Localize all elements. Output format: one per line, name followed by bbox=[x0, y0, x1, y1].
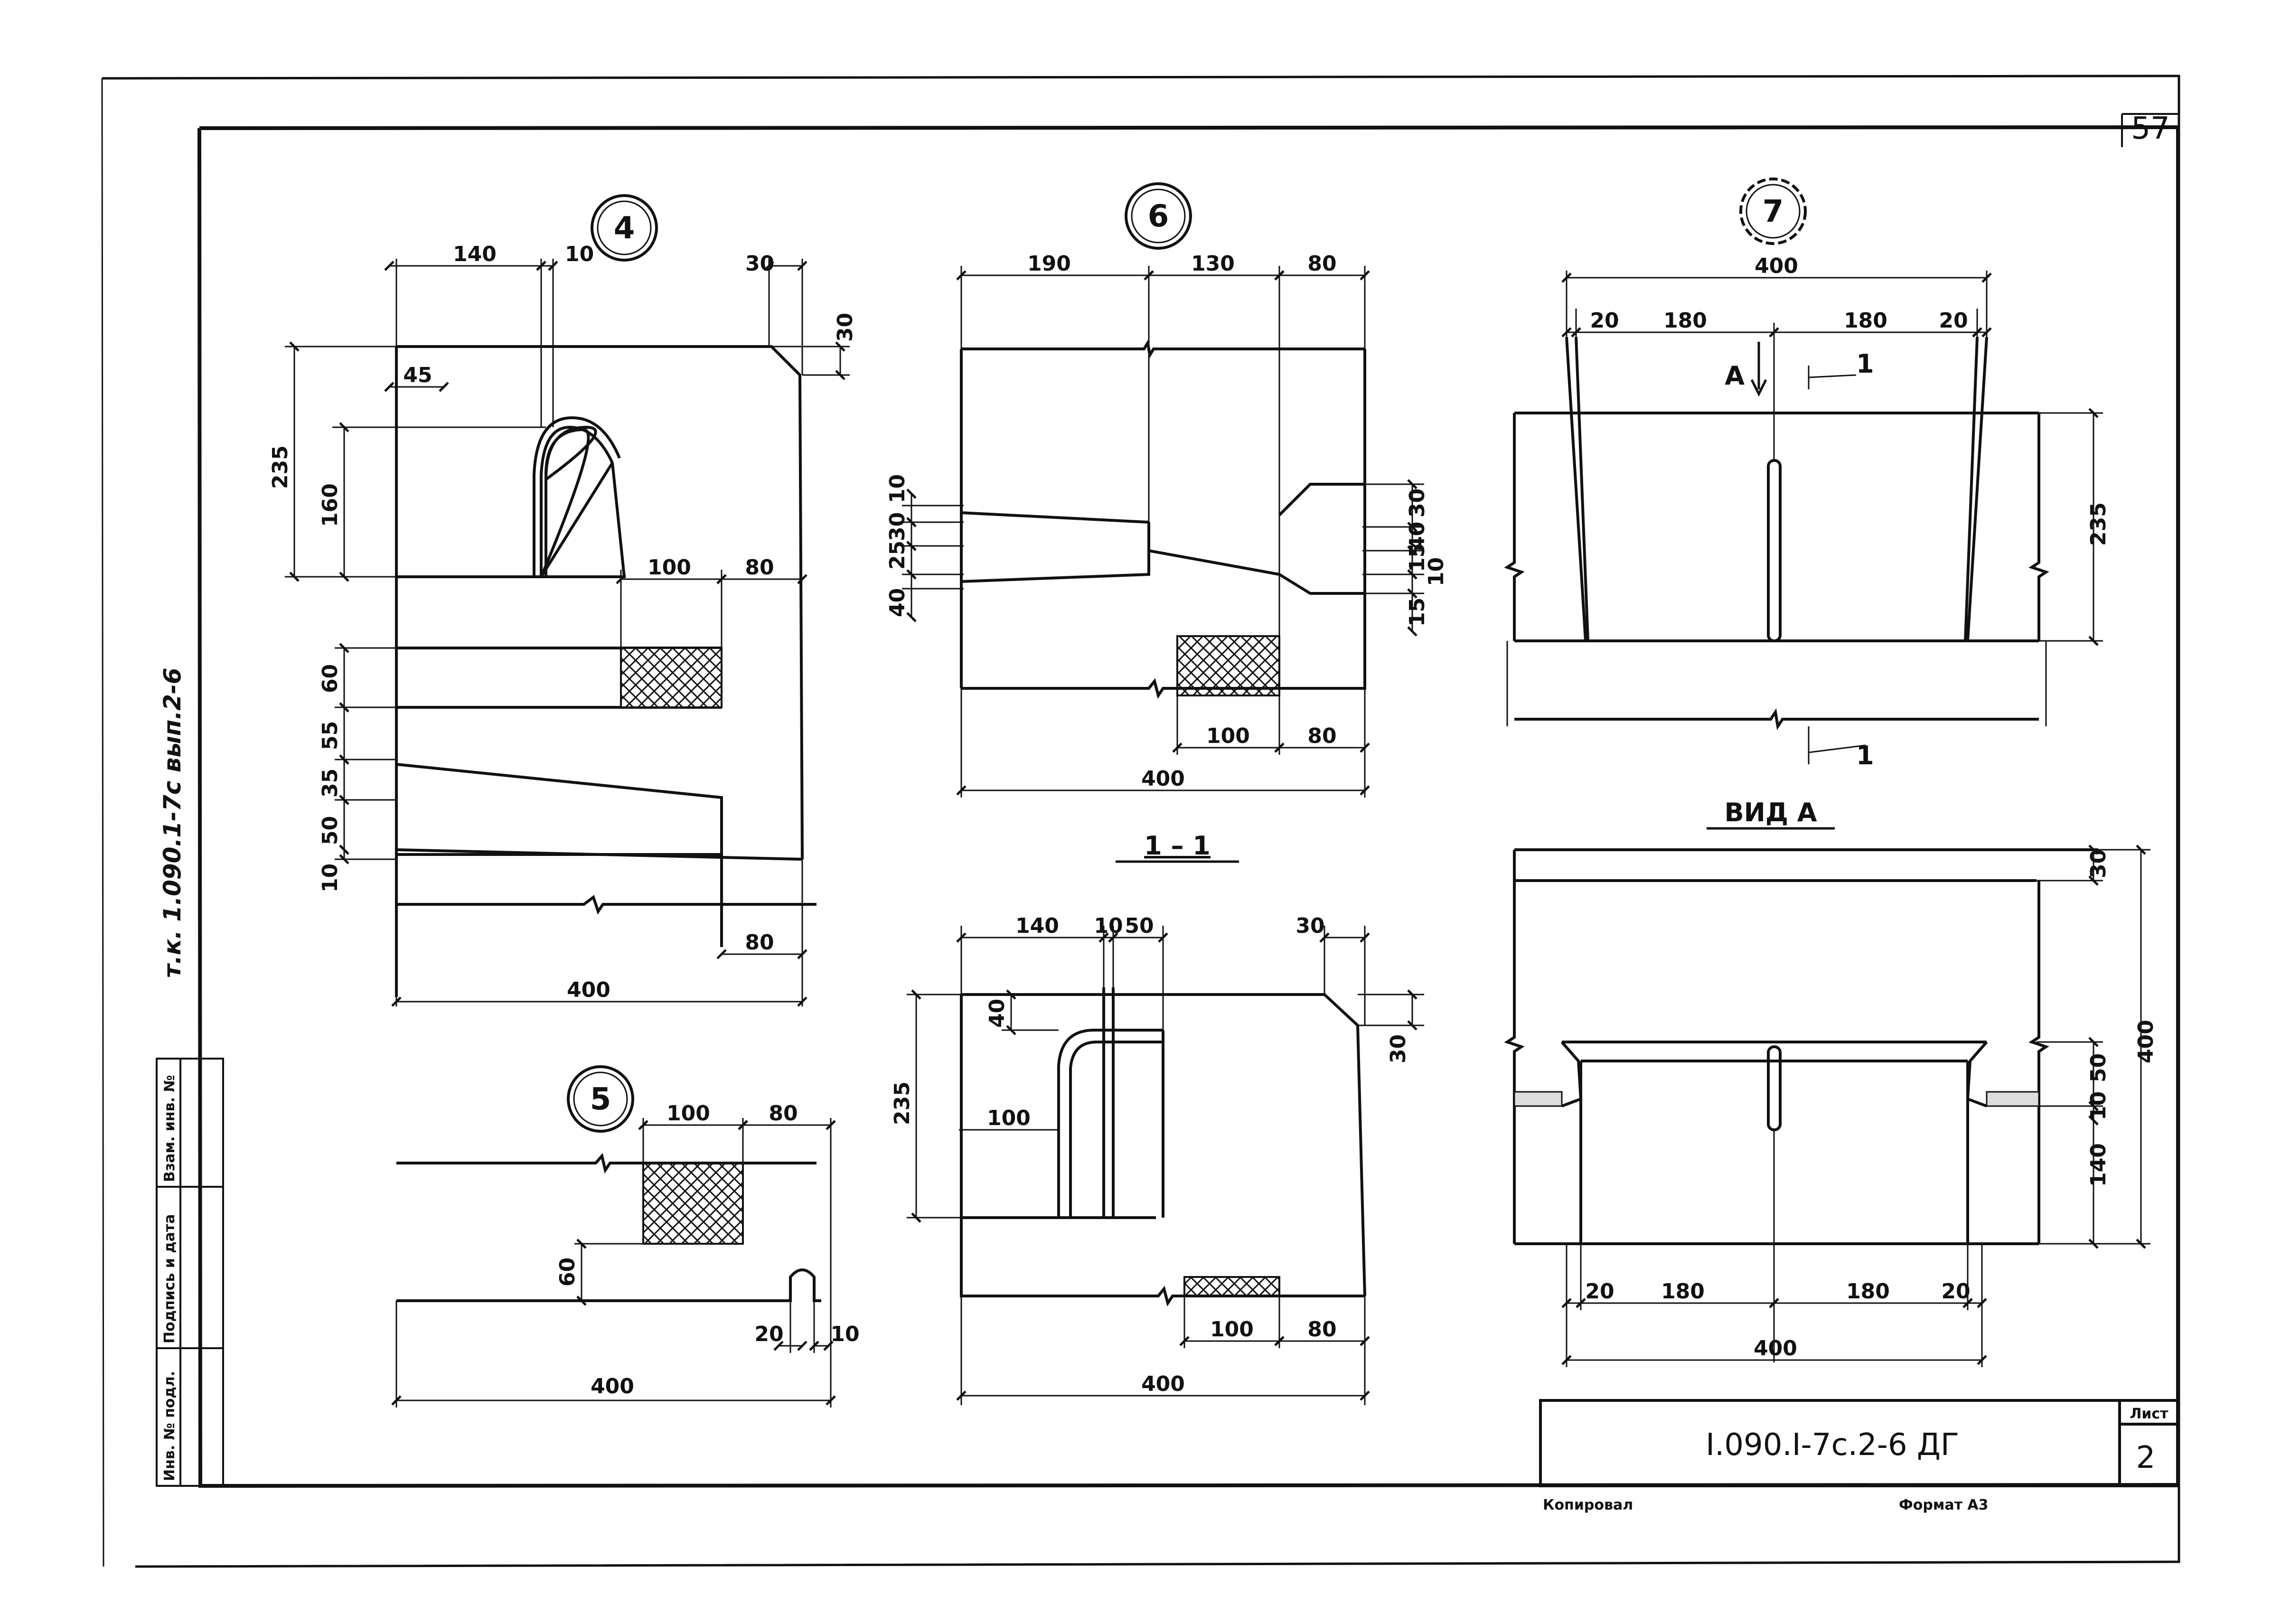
dim-6-r40: 40 bbox=[1405, 522, 1429, 551]
dim-6-r15b: 15 bbox=[1405, 598, 1429, 627]
title-sheet-label: Лист bbox=[2130, 1406, 2168, 1422]
stamp-replaced-inv: Взам. инв. № bbox=[161, 1075, 178, 1182]
dim-4-60: 60 bbox=[318, 664, 342, 693]
detail-7: 7 А 1 1 400 bbox=[1504, 178, 2111, 830]
dim-7-235: 235 bbox=[2086, 502, 2111, 546]
detail-callout-5 bbox=[567, 1065, 634, 1133]
section-1-1-label: 1 – 1 bbox=[1144, 831, 1211, 861]
dim-7-180-right: 180 bbox=[1844, 309, 1887, 333]
dim-va-180-right: 180 bbox=[1846, 1279, 1890, 1304]
dim-4-140: 140 bbox=[453, 242, 497, 266]
dim-va-20-left: 20 bbox=[1585, 1279, 1614, 1304]
title-designation: I.090.I-7c.2-6 ДГ bbox=[1706, 1427, 1959, 1463]
dim-va-180-left: 180 bbox=[1661, 1279, 1705, 1304]
dim-5-60: 60 bbox=[555, 1258, 580, 1286]
dim-va-30: 30 bbox=[2086, 849, 2111, 878]
dim-11-40: 40 bbox=[985, 999, 1009, 1028]
dim-6-100: 100 bbox=[1206, 724, 1250, 748]
dim-4-30-top: 30 bbox=[745, 252, 774, 276]
dim-va-10: 10 bbox=[2086, 1091, 2111, 1120]
dim-6-r10: 10 bbox=[1424, 557, 1448, 586]
dim-4-400: 400 bbox=[567, 978, 610, 1002]
dim-11-400: 400 bbox=[1141, 1372, 1185, 1396]
dim-7-20-left: 20 bbox=[1590, 309, 1619, 333]
dim-11-30: 30 bbox=[1295, 914, 1324, 938]
dim-4-235: 235 bbox=[268, 445, 292, 489]
dim-4-35: 35 bbox=[318, 769, 342, 798]
view-arrow-label: А bbox=[1725, 361, 1745, 391]
dim-4-10-left: 10 bbox=[318, 864, 342, 892]
dim-11-80: 80 bbox=[1307, 1317, 1336, 1342]
dim-6-40: 40 bbox=[885, 588, 910, 617]
dim-5-400: 400 bbox=[591, 1374, 634, 1399]
dim-6-400: 400 bbox=[1141, 767, 1185, 791]
dim-4-50: 50 bbox=[318, 816, 342, 845]
dim-4-80-bottom: 80 bbox=[745, 930, 774, 955]
dim-6-130: 130 bbox=[1191, 252, 1235, 276]
dim-6-80-bottom: 80 bbox=[1307, 724, 1336, 748]
detail-number-4: 4 bbox=[614, 211, 635, 246]
dim-5-20: 20 bbox=[754, 1322, 783, 1346]
dim-11-235: 235 bbox=[890, 1081, 914, 1125]
dim-va-20-right: 20 bbox=[1941, 1279, 1970, 1304]
title-sheet-number: 2 bbox=[2136, 1440, 2156, 1475]
detail-number-7: 7 bbox=[1763, 194, 1784, 229]
stamp-inv-original: Инв. № подл. bbox=[161, 1371, 178, 1481]
dim-6-10: 10 bbox=[885, 474, 910, 503]
dim-4-30-right: 30 bbox=[833, 313, 857, 342]
dim-4-160: 160 bbox=[318, 483, 342, 527]
view-a-drawing: 30 50 10 140 400 20 180 180 20 400 bbox=[1504, 845, 2158, 1367]
dim-11-30-right: 30 bbox=[1386, 1034, 1410, 1063]
dim-11-100-left: 100 bbox=[987, 1106, 1031, 1130]
footer-format: Формат А3 bbox=[1899, 1497, 1989, 1513]
dim-6-30: 30 bbox=[885, 512, 910, 541]
dim-6-25: 25 bbox=[885, 541, 910, 570]
dim-4-100: 100 bbox=[648, 555, 691, 580]
footer-copied: Копировал bbox=[1543, 1497, 1633, 1513]
dim-4-45: 45 bbox=[403, 363, 432, 387]
section-mark-bottom: 1 bbox=[1856, 741, 1874, 770]
dim-4-55: 55 bbox=[318, 721, 342, 750]
detail-callout-6 bbox=[1125, 182, 1192, 250]
detail-5: 5 100 80 60 20 10 400 bbox=[391, 1065, 860, 1408]
dim-5-80: 80 bbox=[769, 1101, 798, 1126]
dim-11-100: 100 bbox=[1210, 1317, 1254, 1342]
side-stamp bbox=[156, 1058, 224, 1487]
dim-4-80: 80 bbox=[745, 555, 774, 580]
side-note: т.к. 1.090.1-7с вып.2-6 bbox=[159, 667, 186, 978]
section-mark-top: 1 bbox=[1856, 349, 1874, 379]
sheet-frame bbox=[101, 75, 2180, 1568]
page-number: 57 bbox=[2131, 111, 2169, 146]
stamp-signature-date: Подпись и дата bbox=[161, 1214, 178, 1343]
dim-7-180-left: 180 bbox=[1663, 309, 1707, 333]
dim-5-100: 100 bbox=[666, 1101, 710, 1126]
dim-va-400-right: 400 bbox=[2134, 1020, 2158, 1063]
dim-va-50: 50 bbox=[2086, 1053, 2111, 1082]
dim-7-20-right: 20 bbox=[1939, 309, 1968, 333]
dim-11-10: 10 bbox=[1094, 914, 1123, 938]
view-a-label: ВИД А bbox=[1724, 798, 1817, 827]
dim-4-10: 10 bbox=[565, 242, 594, 266]
dim-11-140: 140 bbox=[1015, 914, 1059, 938]
dim-6-80: 80 bbox=[1307, 252, 1336, 276]
dim-6-r15: 15 bbox=[1405, 543, 1429, 572]
dim-6-r30: 30 bbox=[1405, 488, 1429, 517]
dim-7-400: 400 bbox=[1755, 254, 1798, 278]
title-block bbox=[1539, 1399, 2179, 1487]
detail-4: 4 bbox=[268, 194, 857, 1007]
dim-11-50: 50 bbox=[1125, 914, 1154, 938]
dim-va-140: 140 bbox=[2086, 1143, 2111, 1187]
detail-callout-4 bbox=[591, 194, 658, 262]
dim-va-400: 400 bbox=[1754, 1336, 1797, 1361]
detail-number-6: 6 bbox=[1148, 199, 1169, 234]
detail-6: 6 bbox=[885, 182, 1448, 863]
detail-number-5: 5 bbox=[590, 1082, 611, 1117]
detail-callout-7 bbox=[1739, 178, 1807, 245]
dim-5-10: 10 bbox=[830, 1322, 859, 1346]
dim-6-190: 190 bbox=[1027, 252, 1071, 276]
section-1-1-drawing: 140 10 50 30 40 235 100 30 100 80 400 bbox=[890, 914, 1424, 1405]
